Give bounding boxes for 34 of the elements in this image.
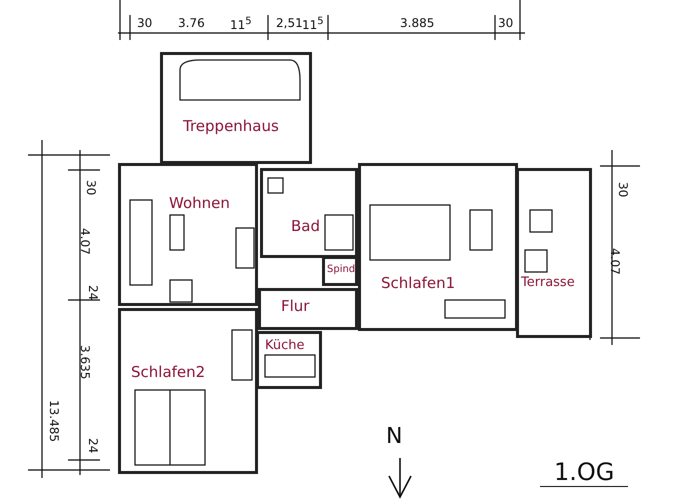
dimension-text: 11$^{5}$ [230,16,252,32]
dimension-text: 3.885 [400,16,434,30]
dimension-text: 30 [84,180,98,196]
dimension-text: 3.76 [178,16,205,30]
room-outline [322,256,358,286]
room-outline [256,331,322,389]
dimension-text: 3.635 [78,345,92,380]
north-label: N [386,424,402,449]
room-outline [118,308,258,474]
room-name: Wohnen [169,194,230,212]
floor-caption: 1.OG [540,458,628,487]
dimension-text: 13.485 [47,400,61,442]
room-name: Schlafen1 [381,274,456,292]
room-outline [118,163,258,306]
room-name: Flur [281,297,310,315]
dimension-text: 30 [137,16,152,30]
dimension-text: 30 [498,16,514,30]
room-outline [516,168,592,338]
room-outline [358,163,518,331]
dimension-text: 24 [86,438,100,454]
room-outline [160,52,312,164]
dimension-text: 24 [86,285,100,300]
room-outline [260,168,358,258]
dimension-text: 11$^{5}$ [302,16,324,32]
room-name: Treppenhaus [183,117,279,135]
room-name: Küche [265,338,305,353]
dimension-text: 2,51 [276,16,303,30]
room-name: Schlafen2 [131,363,206,381]
room-name: Bad [291,217,320,235]
room-name: Terrasse [521,275,575,290]
room-name: Spind [327,264,356,275]
dimension-text: 30 [616,182,630,198]
dimension-text: 4.07 [78,228,92,255]
room-outline [258,288,358,330]
